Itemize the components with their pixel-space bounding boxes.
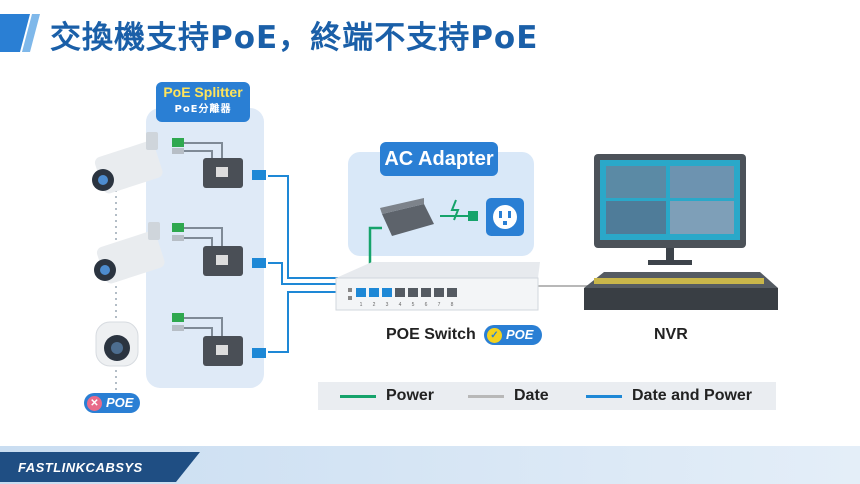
splitter-device-2 <box>172 223 266 276</box>
switch-port-number-1: 1 <box>360 302 363 308</box>
switch-port-number-4: 4 <box>399 302 402 308</box>
switch-port-3 <box>382 288 392 297</box>
switch-ports: 1 2 3 4 5 6 7 8 <box>356 288 457 308</box>
switch-poe-badge: ✓ POE <box>484 325 542 345</box>
switch-port-2 <box>369 288 379 297</box>
line-legend: Power Date Date and Power <box>318 382 776 410</box>
splitter-label-en: PoE Splitter <box>163 84 243 100</box>
legend-label-date: Date <box>514 387 549 404</box>
dome-camera-icon <box>95 321 139 367</box>
switch-port-1 <box>356 288 366 297</box>
ac-adapter-tag: AC Adapter <box>380 142 498 176</box>
switch-poe-badge-text: POE <box>506 327 534 342</box>
ac-adapter-icon <box>380 198 434 236</box>
poe-switch-label: POE Switch <box>386 326 476 343</box>
legend-swatch-date <box>468 394 504 398</box>
splitter-label-zh: PoE分離器 <box>174 104 232 115</box>
switch-port-number-6: 6 <box>425 302 428 308</box>
legend-label-power: Power <box>386 387 435 404</box>
title-accent <box>0 14 40 52</box>
camera-icon-1 <box>92 132 163 194</box>
page-title: 交換機支持PoE，終端不支持PoE <box>50 20 539 56</box>
legend-label-date-and-power: Date and Power <box>632 387 753 404</box>
switch-port-number-2: 2 <box>373 302 376 308</box>
camera-icon-2 <box>94 222 165 284</box>
switch-port-6 <box>421 288 431 297</box>
splitter-device-3 <box>172 313 266 366</box>
switch-port-5 <box>408 288 418 297</box>
plug-lightning-icon <box>440 199 478 221</box>
legend-swatch-date-and-power <box>586 394 622 398</box>
endpoint-no-poe-badge: ✕ POE <box>84 393 140 413</box>
power-outlet-icon <box>486 198 524 236</box>
nvr-monitor-icon <box>594 154 746 265</box>
check-icon: ✓ <box>487 327 502 343</box>
nvr-recorder-device <box>584 272 778 310</box>
switch-port-number-8: 8 <box>451 302 454 308</box>
legend-item-date: Date <box>468 382 549 410</box>
legend-item-power: Power <box>340 382 434 410</box>
switch-port-number-3: 3 <box>386 302 389 308</box>
switch-port-number-5: 5 <box>412 302 415 308</box>
splitter-device-1 <box>172 138 266 188</box>
nvr-label: NVR <box>654 326 688 343</box>
switch-port-7 <box>434 288 444 297</box>
switch-port-number-7: 7 <box>438 302 441 308</box>
data-power-line-2 <box>268 262 345 285</box>
legend-swatch-power <box>340 394 376 398</box>
power-line-adapter <box>368 226 382 272</box>
switch-port-8 <box>447 288 457 297</box>
data-power-line-1 <box>268 175 345 279</box>
poe-splitter-tag: PoE Splitter PoE分離器 <box>156 82 250 122</box>
data-power-line-3 <box>268 291 345 353</box>
footer-band <box>0 452 200 482</box>
cross-icon: ✕ <box>87 395 102 411</box>
legend-item-date-and-power: Date and Power <box>586 382 752 410</box>
endpoint-poe-badge-text: POE <box>106 395 134 410</box>
switch-port-4 <box>395 288 405 297</box>
footer-brand: FASTLINKCABSYS <box>18 460 143 475</box>
